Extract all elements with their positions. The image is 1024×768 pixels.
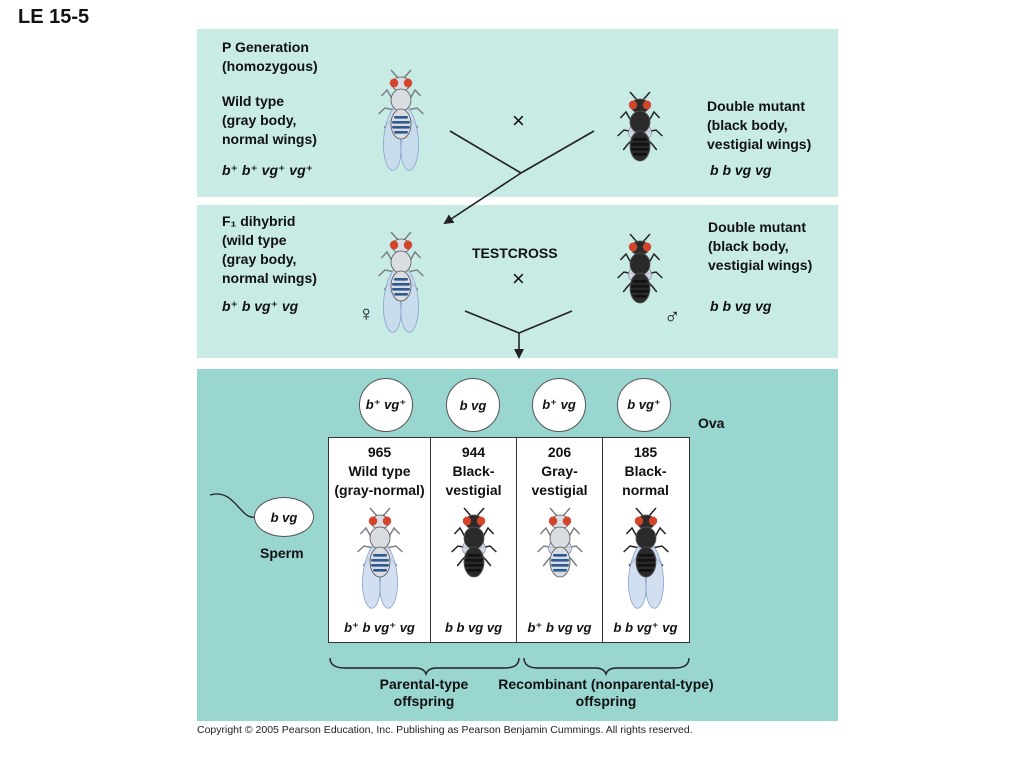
recombinant-label: Recombinant (nonparental-type) offspring — [486, 676, 726, 710]
ova-allele-2: b vg — [446, 378, 500, 432]
p-cross-line-right — [520, 130, 595, 174]
offspring-count: 944 — [461, 444, 486, 460]
f1-double-mutant-line1: Double mutant — [708, 219, 806, 235]
p-generation-title-line2: (homozygous) — [222, 58, 318, 74]
p-generation-title: P Generation (homozygous) — [222, 38, 318, 76]
ova-allele-4: b vg⁺ — [617, 378, 671, 432]
f1-double-mutant-line2: (black body, — [708, 238, 789, 254]
recombinant-brace — [523, 657, 690, 677]
offspring-grid: 965 Wild type (gray-normal) b⁺ b vg⁺ vg … — [328, 437, 690, 643]
f1-dihybrid-line4: normal wings) — [222, 270, 317, 286]
p-double-mutant-genotype: b b vg vg — [710, 162, 772, 178]
f1-dihybrid-fly — [378, 231, 424, 333]
offspring-fly-gray-normal — [356, 507, 403, 609]
f1-double-mutant-genotype: b b vg vg — [710, 298, 772, 314]
offspring-phenotype-line2: vestigial — [531, 482, 588, 498]
copyright-notice: Copyright © 2005 Pearson Education, Inc.… — [197, 724, 693, 736]
p-double-mutant-line2: (black body, — [707, 117, 788, 133]
male-symbol: ♂ — [664, 304, 681, 329]
p-generation-title-line1: P Generation — [222, 39, 309, 55]
recombinant-line2: offspring — [575, 693, 637, 709]
recombinant-line1: Recombinant (nonparental-type) — [498, 676, 714, 692]
offspring-fly-gray-vestigial — [536, 507, 583, 578]
p-double-mutant-line3: vestigial wings) — [707, 136, 812, 152]
f1-dihybrid-line1: F₁ dihybrid — [222, 213, 296, 229]
offspring-phenotype-line2: vestigial — [445, 482, 502, 498]
offspring-genotype: b b vg vg — [444, 620, 503, 635]
f1-dihybrid-genotype: b⁺ b vg⁺ vg — [222, 298, 299, 314]
p-wild-type-description: Wild type (gray body, normal wings) — [222, 92, 317, 149]
slide-label: LE 15-5 — [18, 6, 90, 28]
p-double-mutant-fly — [617, 91, 663, 162]
f1-double-mutant-line3: vestigial wings) — [708, 257, 813, 273]
offspring-phenotype-line1: Wild type — [348, 463, 411, 479]
testcross-label: TESTCROSS — [472, 245, 558, 261]
p-wild-type-genotype: b⁺ b⁺ vg⁺ vg⁺ — [222, 162, 314, 178]
offspring-cell: 206 Gray- vestigial b⁺ b vg vg — [517, 438, 603, 642]
offspring-fly-black-vestigial — [450, 507, 497, 578]
offspring-genotype: b b vg⁺ vg — [613, 620, 678, 635]
p-wild-type-fly — [378, 69, 424, 171]
f1-double-mutant-fly — [617, 233, 663, 304]
sperm-allele: b vg — [254, 497, 314, 537]
ova-allele-3: b⁺ vg — [532, 378, 586, 432]
parental-brace — [329, 657, 520, 677]
offspring-count: 965 — [367, 444, 392, 460]
offspring-cell: 965 Wild type (gray-normal) b⁺ b vg⁺ vg — [329, 438, 431, 642]
offspring-phenotype-line1: Black- — [624, 463, 667, 479]
female-symbol: ♀ — [358, 301, 375, 326]
p-double-mutant-description: Double mutant (black body, vestigial win… — [707, 97, 811, 154]
offspring-heading: 206 Gray- vestigial — [517, 443, 602, 500]
p-wild-type-line3: normal wings) — [222, 131, 317, 147]
offspring-phenotype-line1: Black- — [452, 463, 495, 479]
offspring-cell: 944 Black- vestigial b b vg vg — [431, 438, 517, 642]
testcross-line-right — [518, 310, 573, 334]
p-cross-symbol: × — [512, 108, 525, 133]
ova-label: Ova — [698, 415, 725, 431]
ova-allele-1: b⁺ vg⁺ — [359, 378, 413, 432]
offspring-phenotype-line2: normal — [622, 482, 669, 498]
testcross-line-left — [464, 310, 520, 334]
offspring-fly-black-normal — [622, 507, 669, 609]
f1-dihybrid-description: F₁ dihybrid (wild type (gray body, norma… — [222, 212, 317, 288]
sperm-tail — [209, 493, 256, 518]
offspring-heading: 944 Black- vestigial — [431, 443, 516, 500]
p-double-mutant-line1: Double mutant — [707, 98, 805, 114]
offspring-genotype: b⁺ b vg vg — [527, 620, 592, 635]
f1-dihybrid-line3: (gray body, — [222, 251, 297, 267]
p-cross-line-left — [449, 130, 522, 174]
parental-type-label: Parental-type offspring — [364, 676, 484, 710]
offspring-cell: 185 Black- normal b b vg⁺ vg — [603, 438, 688, 642]
f1-double-mutant-description: Double mutant (black body, vestigial win… — [708, 218, 812, 275]
f1-dihybrid-line2: (wild type — [222, 232, 287, 248]
offspring-phenotype-line1: Gray- — [541, 463, 578, 479]
p-wild-type-line2: (gray body, — [222, 112, 297, 128]
offspring-count: 185 — [633, 444, 658, 460]
offspring-heading: 185 Black- normal — [603, 443, 688, 500]
f1-arrow — [443, 172, 522, 225]
p-wild-type-line1: Wild type — [222, 93, 285, 109]
parental-type-line2: offspring — [393, 693, 455, 709]
sperm-label: Sperm — [260, 545, 304, 561]
offspring-heading: 965 Wild type (gray-normal) — [329, 443, 430, 500]
offspring-genotype: b⁺ b vg⁺ vg — [344, 620, 415, 635]
p-generation-panel — [197, 29, 838, 197]
offspring-count: 206 — [547, 444, 572, 460]
f1-cross-symbol: × — [512, 266, 525, 291]
offspring-phenotype-line2: (gray-normal) — [334, 482, 425, 498]
parental-type-line1: Parental-type — [379, 676, 469, 692]
